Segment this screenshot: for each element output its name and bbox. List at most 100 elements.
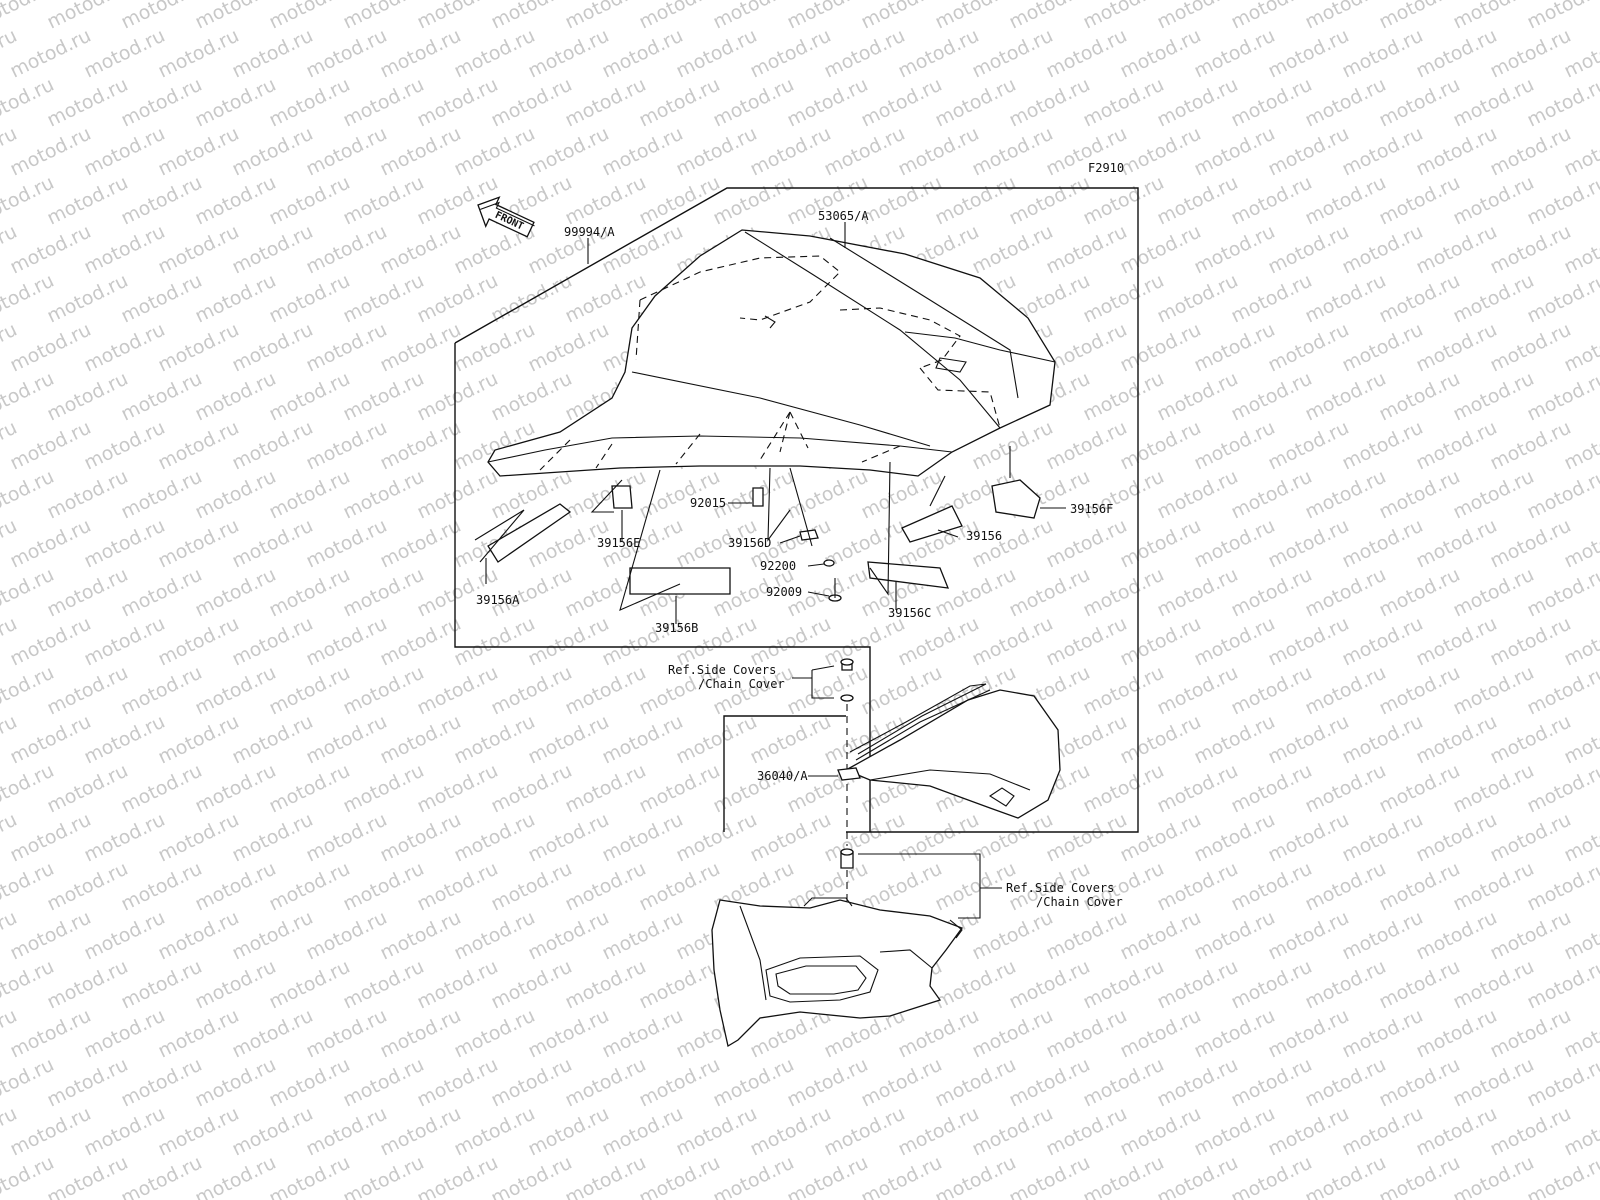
watermark-text: motod.ru: [155, 221, 243, 279]
watermark-text: motod.ru: [1302, 172, 1390, 230]
watermark-text: motod.ru: [266, 956, 354, 1014]
watermark-text: motod.ru: [488, 858, 576, 916]
watermark-text: motod.ru: [7, 809, 95, 867]
watermark-text: motod.ru: [118, 956, 206, 1014]
watermark-text: motod.ru: [1006, 172, 1094, 230]
side-cover-frame: [723, 715, 846, 832]
watermark-text: motod.ru: [414, 662, 502, 720]
watermark-text: motod.ru: [81, 123, 169, 181]
watermark-text: motod.ru: [155, 319, 243, 377]
watermark-text: motod.ru: [1524, 74, 1600, 132]
watermark-text: motod.ru: [1376, 466, 1464, 524]
watermark-text: motod.ru: [1154, 270, 1242, 328]
watermark-text: motod.ru: [1080, 564, 1168, 622]
watermark-text: motod.ru: [303, 221, 391, 279]
watermark-text: motod.ru: [1450, 74, 1538, 132]
watermark-text: motod.ru: [1339, 417, 1427, 475]
watermark-text: motod.ru: [1450, 760, 1538, 818]
watermark-text: motod.ru: [858, 172, 946, 230]
watermark-text: motod.ru: [710, 172, 798, 230]
watermark-text: motod.ru: [1376, 956, 1464, 1014]
watermark-text: motod.ru: [229, 809, 317, 867]
watermark-text: motod.ru: [1080, 956, 1168, 1014]
watermark-text: motod.ru: [1080, 760, 1168, 818]
watermark-text: motod.ru: [81, 809, 169, 867]
watermark-text: motod.ru: [895, 1103, 983, 1161]
watermark-text: motod.ru: [44, 74, 132, 132]
watermark-text: motod.ru: [377, 809, 465, 867]
watermark-text: motod.ru: [710, 74, 798, 132]
watermark-text: motod.ru: [340, 662, 428, 720]
watermark-text: motod.ru: [1154, 858, 1242, 916]
watermark-text: motod.ru: [81, 711, 169, 769]
watermark-text: motod.ru: [44, 760, 132, 818]
watermark-text: motod.ru: [1302, 270, 1390, 328]
watermark-text: motod.ru: [1006, 564, 1094, 622]
watermark-text: motod.ru: [377, 1103, 465, 1161]
watermark-text: motod.ru: [414, 466, 502, 524]
part-label-36040a: 36040/A: [757, 769, 808, 783]
watermark-text: motod.ru: [636, 760, 724, 818]
watermark-text: motod.ru: [414, 760, 502, 818]
watermark-text: motod.ru: [1487, 515, 1575, 573]
watermark-text: motod.ru: [562, 270, 650, 328]
part-label-39156: 39156: [966, 529, 1002, 543]
watermark-text: motod.ru: [340, 172, 428, 230]
watermark-text: motod.ru: [1487, 907, 1575, 965]
watermark-text: motod.ru: [1154, 368, 1242, 426]
watermark-text: motod.ru: [932, 956, 1020, 1014]
watermark-text: motod.ru: [377, 123, 465, 181]
watermark-text: motod.ru: [155, 907, 243, 965]
watermark-text: motod.ru: [266, 270, 354, 328]
watermark-text: motod.ru: [1450, 1054, 1538, 1112]
watermark-text: motod.ru: [229, 123, 317, 181]
watermark-text: motod.ru: [1154, 760, 1242, 818]
watermark-text: motod.ru: [81, 25, 169, 83]
watermark-text: motod.ru: [1043, 515, 1131, 573]
watermark-text: motod.ru: [1043, 809, 1131, 867]
watermark-text: motod.ru: [1339, 613, 1427, 671]
watermark-text: motod.ru: [81, 417, 169, 475]
watermark-text: motod.ru: [266, 564, 354, 622]
watermark-text: motod.ru: [1450, 858, 1538, 916]
watermark-text: motod.ru: [562, 466, 650, 524]
ref-bottom-line2: /Chain Cover: [1036, 895, 1123, 909]
watermark-text: motod.ru: [1302, 662, 1390, 720]
watermark-text: motod.ru: [1043, 613, 1131, 671]
watermark-text: motod.ru: [1487, 221, 1575, 279]
pad-39156a: [487, 503, 572, 563]
watermark-text: motod.ru: [451, 319, 539, 377]
watermark-text: motod.ru: [1154, 564, 1242, 622]
watermark-text: motod.ru: [673, 711, 761, 769]
watermark-text: motod.ru: [1228, 270, 1316, 328]
watermark-text: motod.ru: [599, 1103, 687, 1161]
watermark-text: motod.ru: [266, 662, 354, 720]
watermark-text: motod.ru: [7, 25, 95, 83]
watermark-text: motod.ru: [266, 74, 354, 132]
watermark-text: motod.ru: [1302, 760, 1390, 818]
watermark-text: motod.ru: [1376, 564, 1464, 622]
watermark-text: motod.ru: [1302, 368, 1390, 426]
watermark-text: motod.ru: [895, 123, 983, 181]
grommet-92015: [752, 487, 764, 507]
watermark-text: motod.ru: [1265, 711, 1353, 769]
watermark-text: motod.ru: [414, 956, 502, 1014]
watermark-text: motod.ru: [451, 907, 539, 965]
watermark-text: motod.ru: [1376, 858, 1464, 916]
watermark-text: motod.ru: [1339, 907, 1427, 965]
watermark-text: motod.ru: [118, 368, 206, 426]
watermark-text: motod.ru: [7, 515, 95, 573]
watermark-text: motod.ru: [1524, 466, 1600, 524]
watermark-text: motod.ru: [1191, 123, 1279, 181]
watermark-text: motod.ru: [1006, 1054, 1094, 1112]
watermark-text: motod.ru: [1339, 711, 1427, 769]
watermark-text: motod.ru: [340, 564, 428, 622]
watermark-text: motod.ru: [192, 760, 280, 818]
watermark-text: motod.ru: [44, 466, 132, 524]
watermark-text: motod.ru: [303, 613, 391, 671]
watermark-text: motod.ru: [340, 760, 428, 818]
watermark-text: motod.ru: [1487, 1103, 1575, 1161]
watermark-text: motod.ru: [1265, 417, 1353, 475]
watermark-text: motod.ru: [562, 1054, 650, 1112]
